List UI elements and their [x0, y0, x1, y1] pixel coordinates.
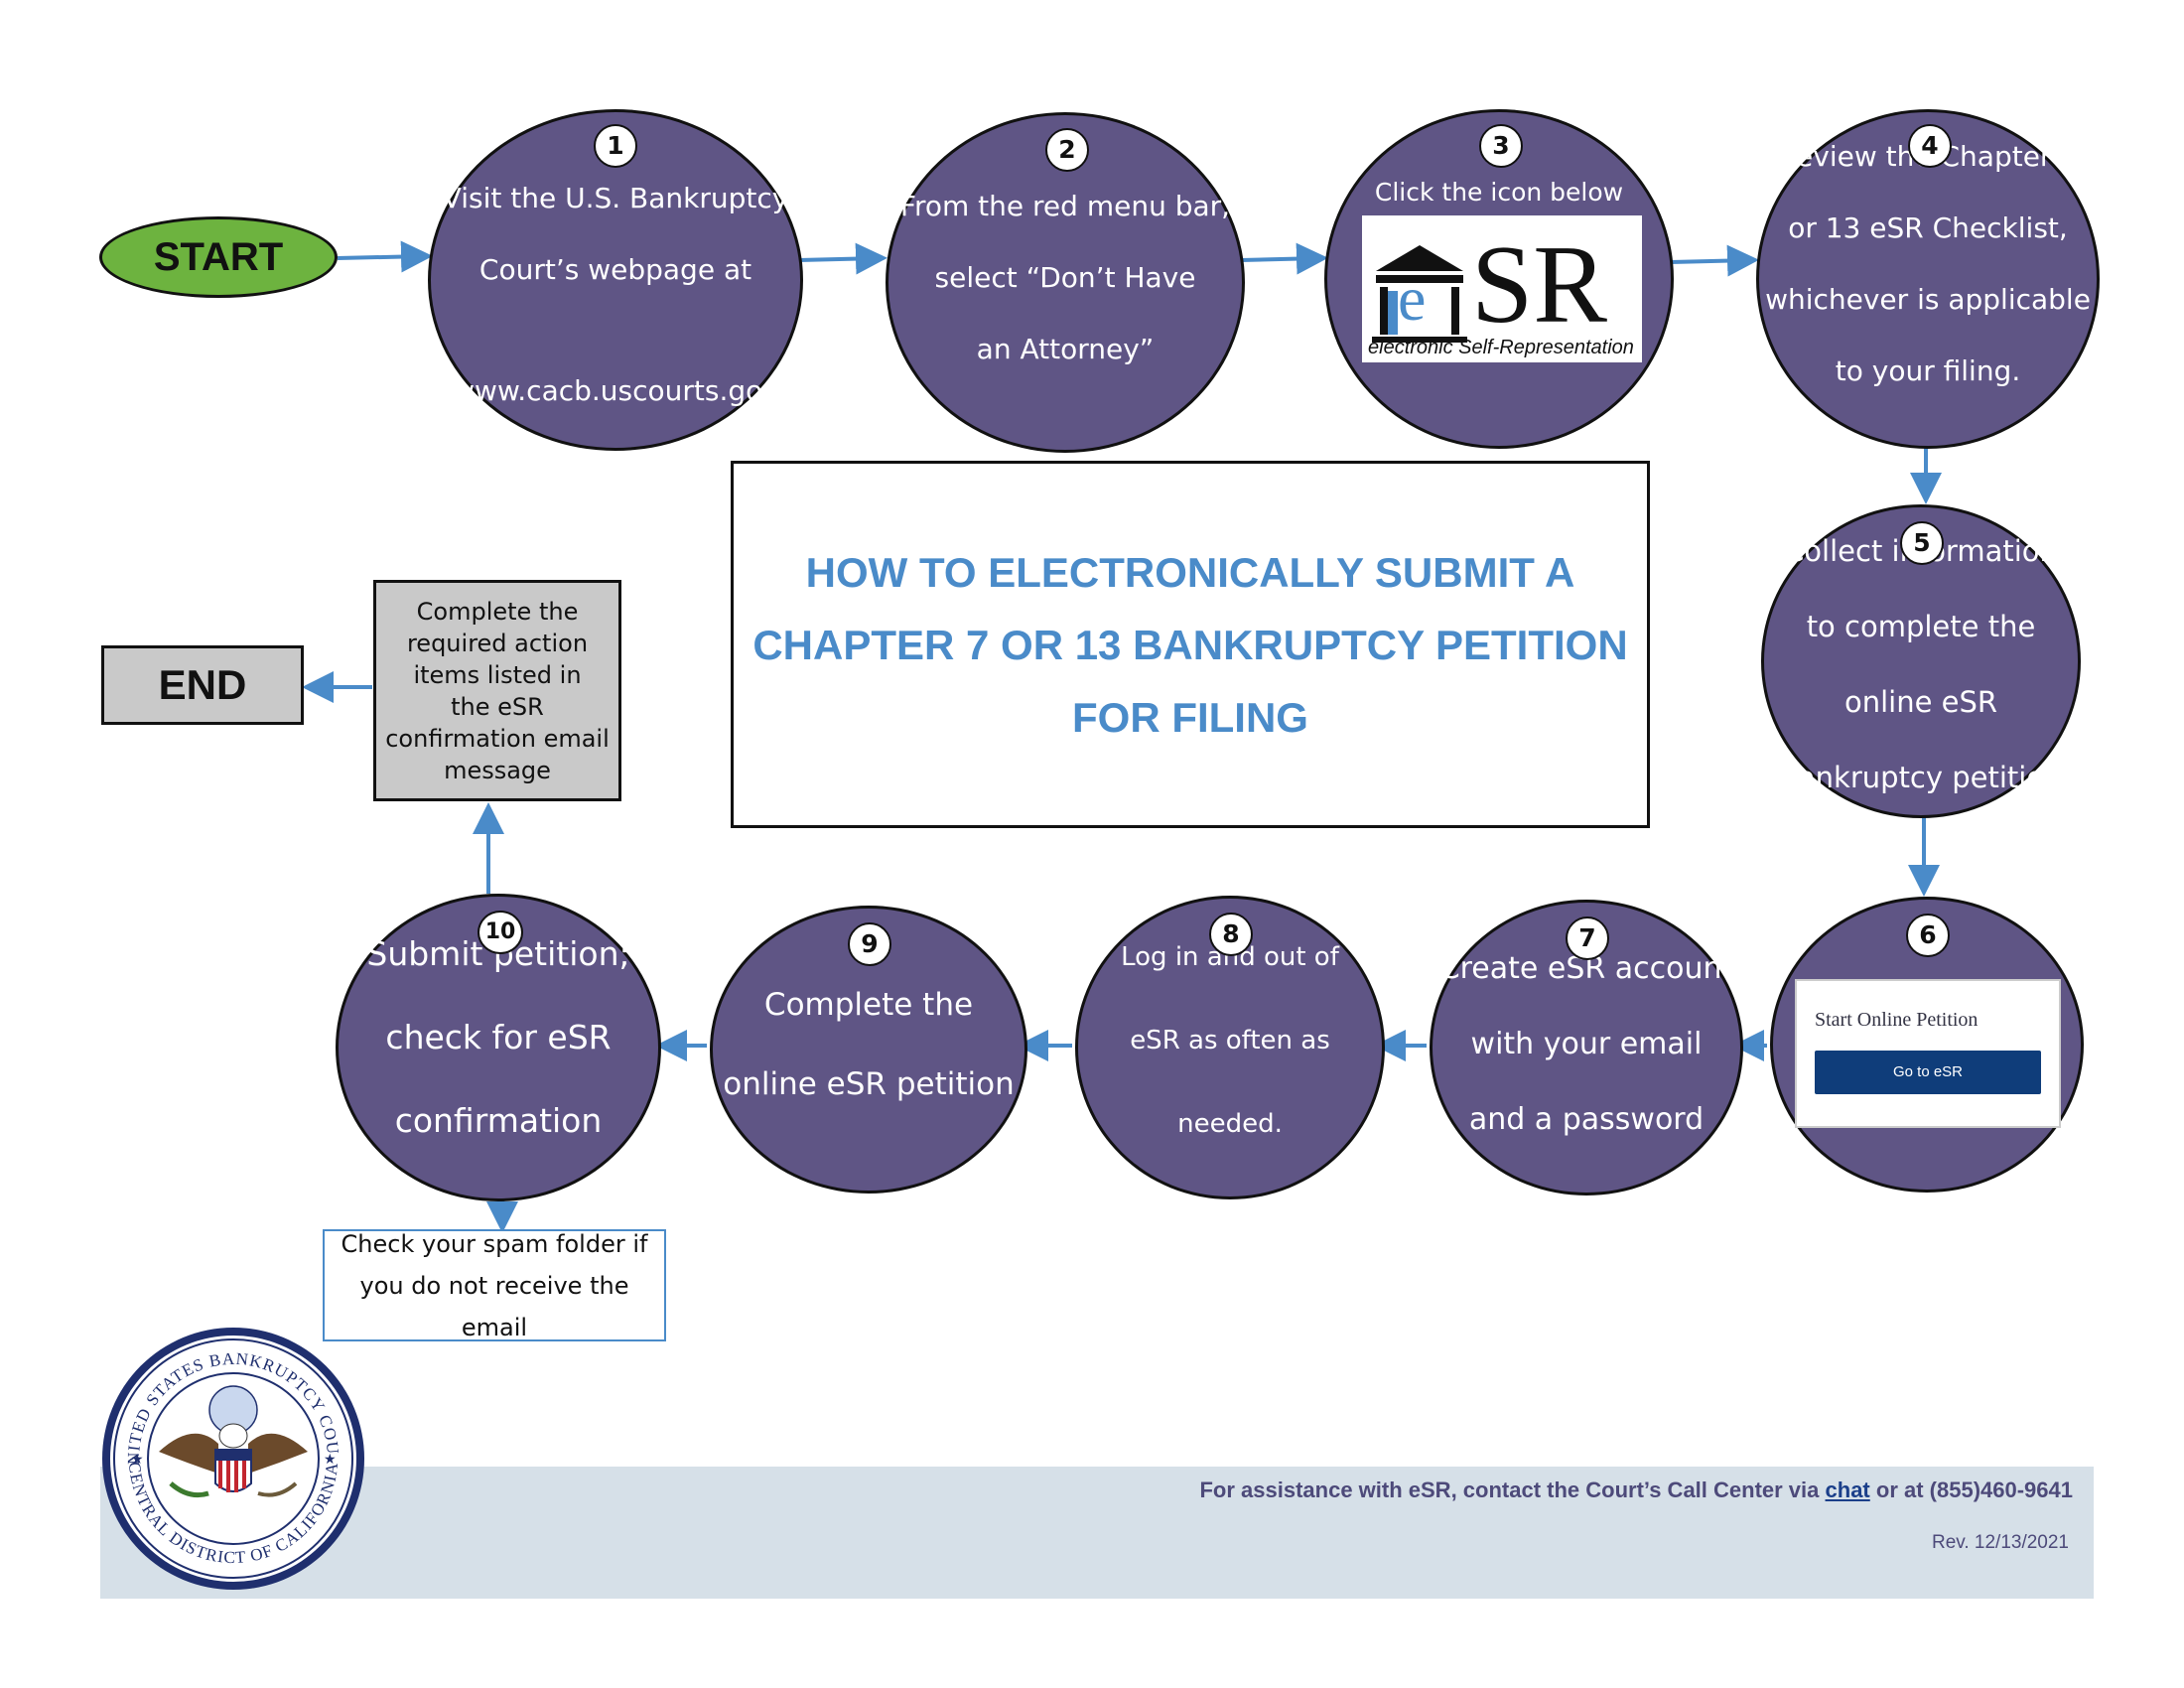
step-7-text: Create eSR account with your email and a…: [1438, 951, 1734, 1137]
start-online-petition-panel: Start Online Petition Go to eSR: [1795, 979, 2061, 1128]
court-seal-icon: UNITED STATES BANKRUPTCY COURT CENTRAL D…: [92, 1310, 364, 1590]
step-3-number: 3: [1479, 124, 1523, 168]
go-to-esr-button[interactable]: Go to eSR: [1815, 1051, 2041, 1094]
step-2-circle: 2 From the red menu bar, select “Don’t H…: [886, 112, 1245, 453]
end-label: END: [158, 661, 247, 708]
esr-logo-icon[interactable]: e SR electronic Self-Representation: [1362, 215, 1642, 362]
step-2-text: From the red menu bar, select “Don’t Hav…: [899, 189, 1231, 365]
action-items-text: Complete the required action items liste…: [385, 597, 610, 784]
svg-text:★: ★: [131, 1452, 144, 1468]
step-7-number: 7: [1566, 916, 1609, 960]
step-5-circle: 5 Collect information to complete the on…: [1761, 504, 2081, 818]
step-4-number: 4: [1908, 124, 1952, 168]
chat-link[interactable]: chat: [1825, 1477, 1870, 1502]
step-10-text: Submit petition; check for eSR confirmat…: [366, 934, 630, 1140]
step-9-number: 9: [848, 922, 891, 966]
arrow-2-to-3: [1240, 242, 1328, 275]
start-online-petition-heading: Start Online Petition: [1815, 1009, 1979, 1031]
step-2-number: 2: [1045, 128, 1089, 172]
step-5-number: 5: [1900, 521, 1944, 565]
esr-logo-e: e: [1398, 263, 1427, 334]
spam-folder-text: Check your spam folder if you do not rec…: [341, 1229, 648, 1341]
step-9-text: Complete the online eSR petition: [723, 987, 1015, 1102]
end-node: END: [101, 645, 304, 725]
step-7-circle: 7 Create eSR account with your email and…: [1430, 900, 1743, 1196]
esr-logo-tagline: electronic Self-Representation: [1368, 337, 1634, 358]
step-4-circle: 4 Review the Chapter 7 or 13 eSR Checkli…: [1756, 109, 2100, 449]
step-5-text: Collect information to complete the onli…: [1779, 534, 2063, 794]
start-node: START: [99, 216, 338, 298]
revision-date: Rev. 12/13/2021: [1931, 1532, 2069, 1553]
step-1-circle: 1 Visit the U.S. Bankruptcy Court’s webp…: [428, 109, 803, 451]
step-3-text: Click the icon below: [1374, 178, 1624, 207]
spam-folder-note: Check your spam folder if you do not rec…: [323, 1229, 666, 1341]
arrow-1-to-2: [798, 242, 887, 275]
arrow-start-to-1: [337, 240, 433, 273]
footer-band: [100, 1467, 2094, 1599]
step-10-circle: 10 Submit petition; check for eSR confir…: [336, 894, 661, 1201]
esr-logo-letters: SR: [1471, 223, 1607, 347]
svg-text:★: ★: [324, 1452, 337, 1468]
assistance-text: For assistance with eSR, contact the Cou…: [1199, 1477, 2073, 1502]
step-6-number: 6: [1906, 914, 1950, 957]
arrow-3-to-4: [1670, 244, 1759, 277]
step-1-text: Visit the U.S. Bankruptcy Court’s webpag…: [442, 182, 789, 407]
step-6-circle: 6 Start Online Petition Go to eSR: [1770, 897, 2084, 1193]
step-1-number: 1: [594, 124, 637, 168]
title-text: HOW TO ELECTRONICALLY SUBMIT A CHAPTER 7…: [752, 548, 1628, 741]
court-seal: UNITED STATES BANKRUPTCY COURT CENTRAL D…: [92, 1310, 367, 1593]
action-items-box: Complete the required action items liste…: [373, 580, 621, 801]
title-box: HOW TO ELECTRONICALLY SUBMIT A CHAPTER 7…: [731, 461, 1650, 828]
step-4-text: Review the Chapter 7 or 13 eSR Checklist…: [1765, 140, 2091, 387]
esr-building-icon: [1372, 245, 1467, 343]
start-label: START: [153, 234, 284, 279]
step-8-text: Log in and out of eSR as often as needed…: [1121, 942, 1339, 1139]
step-8-number: 8: [1209, 913, 1253, 956]
step-8-circle: 8 Log in and out of eSR as often as need…: [1075, 896, 1385, 1199]
step-9-circle: 9 Complete the online eSR petition: [710, 906, 1027, 1194]
step-10-number: 10: [478, 911, 523, 954]
step-3-circle: 3 Click the icon below e SR electronic S…: [1324, 109, 1674, 449]
